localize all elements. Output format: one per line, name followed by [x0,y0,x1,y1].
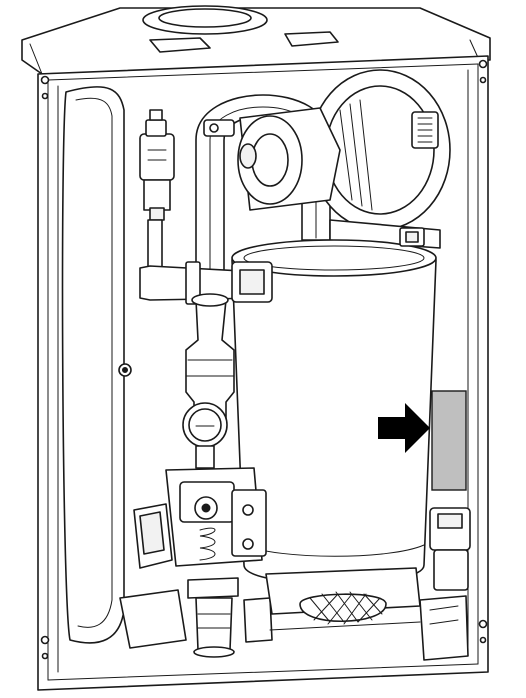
frame-screws [40,59,488,660]
right-components [419,507,471,661]
gas-valve [133,467,267,569]
fan-assembly [237,69,451,249]
pointer-arrow [378,403,430,453]
expansion-vessel [61,86,132,644]
sensor-connector [399,227,425,247]
pressure-gauge [182,402,228,469]
heat-exchanger [231,239,437,585]
pipe-clamp-left [203,119,235,137]
bottom-fittings [119,577,273,658]
highlighted-label-area [431,390,467,491]
left-pipe [147,219,163,271]
connecting-pipe [139,261,273,305]
top-casing [21,5,491,75]
air-vent-valve [139,109,175,221]
gas-pipe [185,293,235,421]
